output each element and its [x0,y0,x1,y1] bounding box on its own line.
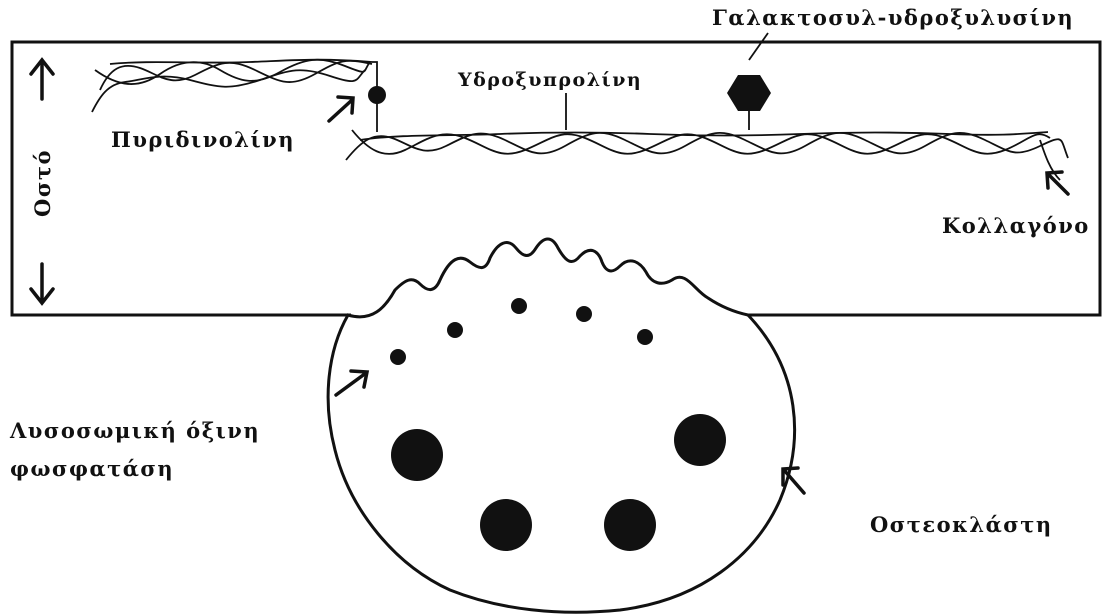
collagen-arrow [1047,172,1068,194]
vesicle-dot [511,298,527,314]
pyridinoline-label: Πυριδινολίνη [111,127,295,152]
acid-phosphatase-label-line1: Λυσοσωμική όξινη [9,418,260,443]
nucleus [604,499,656,551]
hydroxyproline-label: Υδροξυπρολίνη [457,69,642,91]
pyridinoline-arrow [329,97,353,121]
vesicle-dot [390,349,406,365]
resorption-gap [351,309,747,321]
long-collagen-fiber [346,130,1068,180]
vesicle-dot [637,329,653,345]
galactosyl-hydroxylysine-label: Γαλακτοσυλ-υδροξυλυσίνη [712,5,1074,30]
osteoclast-cell [328,239,794,612]
acid-phosphatase-arrow [336,371,367,395]
short-collagen-fiber [92,60,372,112]
bone-label: Οστό [30,149,55,217]
nucleus [674,414,726,466]
bone-up-arrow [31,60,53,99]
galactosyl-hydroxylysine-marker [727,75,771,111]
acid-phosphatase-vesicles [390,298,653,365]
osteoclast-label: Οστεοκλάστη [870,512,1053,537]
galactosyl-hydroxylysine-pointer [749,33,768,60]
vesicle-dot [447,322,463,338]
pyridinoline-marker [368,86,386,104]
nucleus [480,499,532,551]
bone-down-arrow [31,264,53,303]
vesicle-dot [576,306,592,322]
acid-phosphatase-label-line2: φωσφατάση [10,456,174,481]
osteoclast-nuclei [391,414,726,551]
nucleus [391,429,443,481]
collagen-label: Κολλαγόνο [942,213,1090,238]
